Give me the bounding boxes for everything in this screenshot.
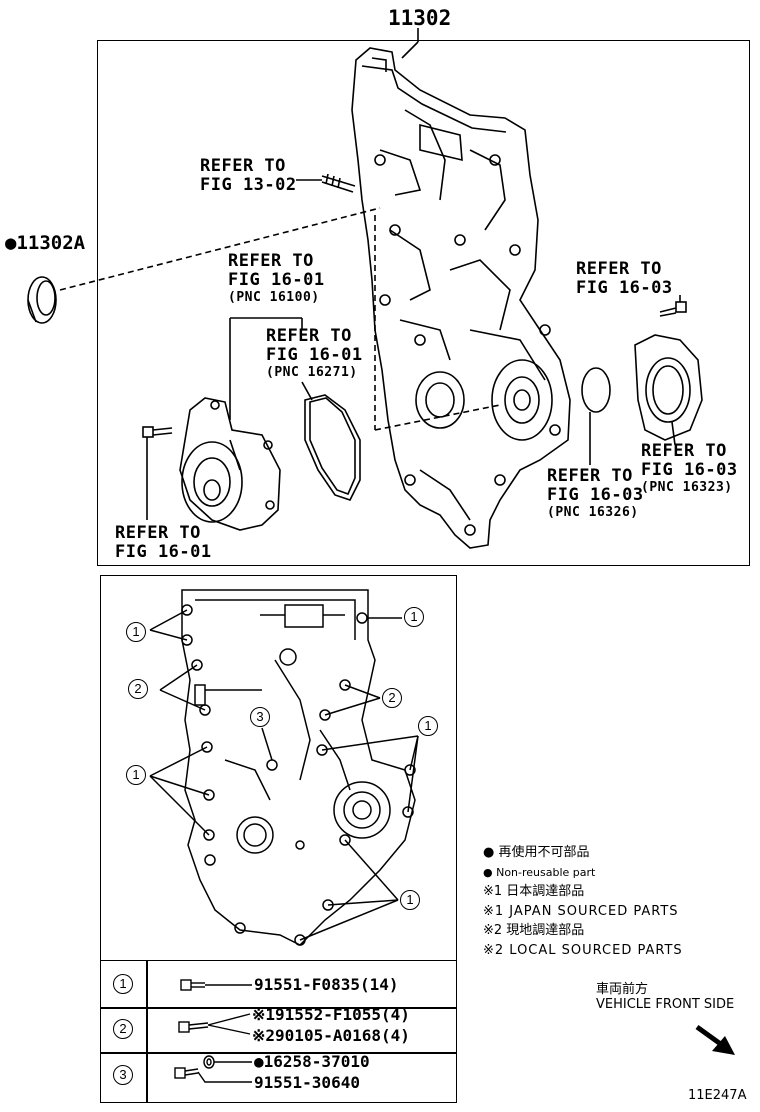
refer-line-2: FIG 16-03	[547, 485, 644, 505]
refer-line-1: REFER TO	[641, 441, 727, 461]
refer-line-2: FIG 13-02	[200, 175, 297, 195]
legend-non-reusable-en: ● Non-reusable part	[483, 865, 596, 879]
refer-fig-16-03-bolt[interactable]: REFER TO FIG 16-03	[576, 260, 673, 298]
bolt-row-1-number: 1	[113, 974, 133, 994]
callout-1-top-right[interactable]: 1	[404, 607, 424, 627]
pump-bolt	[142, 426, 173, 520]
vehicle-front-jp: 車両前方	[596, 982, 649, 997]
refer-line-2: FIG 16-03	[641, 460, 738, 480]
refer-fig-16-01-gasket[interactable]: REFER TO FIG 16-01 (PNC 16271)	[266, 326, 363, 381]
refer-fig-16-01-bolt[interactable]: REFER TO FIG 16-01	[115, 524, 212, 562]
legend: ● 再使用不可部品 ● Non-reusable part ※1 日本調達部品 …	[483, 843, 683, 960]
refer-line-2: FIG 16-03	[576, 278, 673, 298]
bolt-row-2-part-b[interactable]: ※290105-A0168(4)	[252, 1026, 410, 1045]
bolt-row-2-part-a[interactable]: ※191552-F1055(4)	[252, 1005, 410, 1024]
bolt-row-3-part-b[interactable]: 91551-30640	[254, 1073, 360, 1092]
legend-non-reusable-jp: ● 再使用不可部品	[483, 845, 590, 860]
legend-local-sourced-jp: ※2 現地調達部品	[483, 923, 585, 938]
refer-line-1: REFER TO	[115, 523, 201, 543]
seal-part-number[interactable]: ●11302A	[5, 232, 86, 254]
figure-code: 11E247A	[688, 1088, 747, 1103]
refer-pnc: (PNC 16323)	[641, 480, 733, 495]
water-pump-gasket	[304, 394, 361, 501]
refer-line-1: REFER TO	[576, 259, 662, 279]
refer-line-1: REFER TO	[228, 251, 314, 271]
housing-bolt	[659, 295, 687, 317]
water-pump	[179, 397, 281, 531]
legend-local-sourced-en: ※2 LOCAL SOURCED PARTS	[483, 942, 683, 958]
refer-line-1: REFER TO	[547, 466, 633, 486]
refer-fig-16-03-housing[interactable]: REFER TO FIG 16-03 (PNC 16323)	[641, 441, 738, 496]
seal-dash-line	[59, 207, 381, 291]
assembly-number[interactable]: 11302	[388, 6, 452, 30]
refer-line-1: REFER TO	[200, 156, 286, 176]
refer-line-2: FIG 16-01	[266, 345, 363, 365]
exploded-view-frame	[97, 40, 750, 566]
bolt-row-3-number: 3	[113, 1065, 133, 1085]
legend-japan-sourced-en: ※1 JAPAN SOURCED PARTS	[483, 903, 679, 919]
callout-2-left[interactable]: 2	[128, 679, 148, 699]
refer-pnc: (PNC 16100)	[228, 290, 320, 305]
bolt-table-row-divider	[100, 1007, 457, 1009]
bolt-row-2-number: 2	[113, 1019, 133, 1039]
callout-1-mid-left[interactable]: 1	[126, 765, 146, 785]
bolt-table-col-divider	[146, 960, 148, 1103]
o-ring	[581, 367, 611, 413]
stud-bolt	[296, 173, 356, 193]
refer-line-2: FIG 16-01	[115, 542, 212, 562]
bolt-row-1-part[interactable]: 91551-F0835(14)	[254, 975, 399, 994]
refer-pnc: (PNC 16326)	[547, 505, 639, 520]
refer-line-1: REFER TO	[266, 326, 352, 346]
outlet-housing	[634, 334, 703, 446]
vehicle-front-en: VEHICLE FRONT SIDE	[596, 997, 735, 1012]
refer-fig-13-02[interactable]: REFER TO FIG 13-02	[200, 157, 297, 195]
bolt-row-3-part-a[interactable]: ●16258-37010	[254, 1052, 370, 1071]
callout-1-bottom-right[interactable]: 1	[400, 890, 420, 910]
refer-fig-16-01-pump[interactable]: REFER TO FIG 16-01 (PNC 16100)	[228, 251, 325, 306]
refer-pnc: (PNC 16271)	[266, 365, 358, 380]
pump-opening	[491, 359, 553, 441]
callout-2-right[interactable]: 2	[382, 688, 402, 708]
refer-fig-16-03-oring[interactable]: REFER TO FIG 16-03 (PNC 16326)	[547, 466, 644, 521]
callout-3[interactable]: 3	[250, 707, 270, 727]
legend-japan-sourced-jp: ※1 日本調達部品	[483, 884, 585, 899]
bolt-table-border	[100, 960, 457, 1103]
crank-opening	[415, 371, 465, 429]
callout-1-mid-right[interactable]: 1	[418, 716, 438, 736]
timing-cover-outline	[351, 47, 571, 549]
bolt-table-row-divider	[100, 1052, 457, 1054]
oil-seal	[27, 276, 57, 324]
refer-line-2: FIG 16-01	[228, 270, 325, 290]
callout-1-top-left[interactable]: 1	[126, 622, 146, 642]
